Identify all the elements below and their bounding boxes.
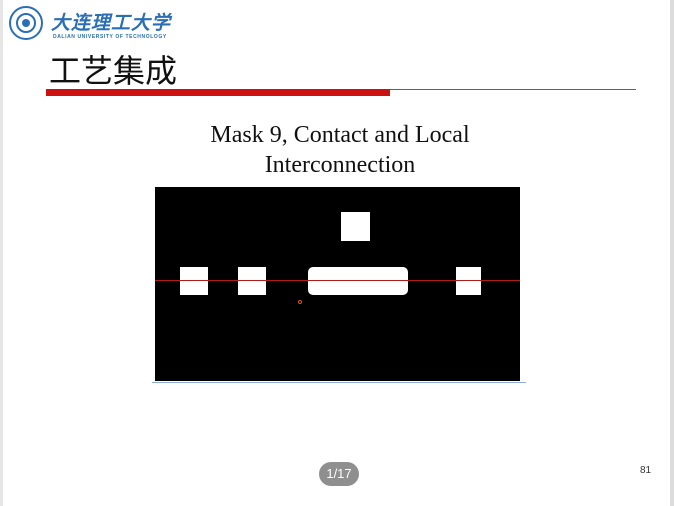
page-title: 工艺集成	[49, 52, 178, 90]
title-rule-thick	[46, 89, 390, 96]
contact-opening-right	[456, 267, 481, 295]
title-rule-thin	[390, 89, 636, 90]
university-name-en: DALIAN UNIVERSITY OF TECHNOLOGY	[53, 34, 167, 40]
viewer-right-edge	[670, 0, 674, 506]
contact-opening-left	[180, 267, 208, 295]
page-indicator-button[interactable]: 1/17	[319, 462, 359, 486]
seal-inner-ring	[16, 13, 36, 33]
slide-number: 81	[640, 465, 652, 476]
section-line	[155, 280, 520, 281]
local-interconnect-opening	[308, 267, 408, 295]
pointer-cursor-icon	[298, 300, 302, 304]
image-border-line	[152, 382, 526, 383]
university-seal-icon	[9, 6, 43, 40]
mask-layout-image	[155, 187, 520, 381]
mask-caption-line-1: Mask 9, Contact and Local	[210, 122, 470, 148]
contact-opening-top	[341, 212, 370, 241]
university-name-cn: 大连理工大学	[51, 12, 172, 34]
contact-opening-mid-left	[238, 267, 266, 295]
viewer-left-edge	[0, 0, 3, 506]
mask-caption: Mask 9, Contact and Local Interconnectio…	[140, 120, 540, 180]
seal-center	[22, 19, 30, 27]
mask-caption-line-2: Interconnection	[264, 152, 416, 178]
